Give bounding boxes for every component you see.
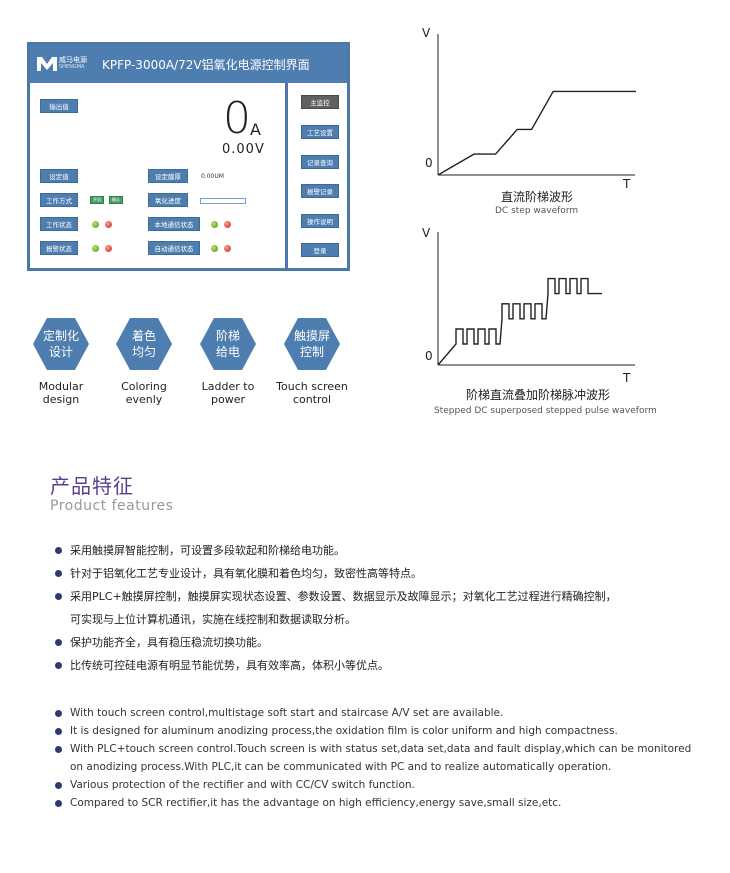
bullet-icon bbox=[55, 662, 62, 669]
work-mode-button[interactable]: 工作方式 bbox=[40, 193, 78, 207]
work-status-green-led bbox=[92, 221, 99, 228]
logo-en-text: SHENGMA bbox=[59, 64, 85, 70]
oxidation-progress-button[interactable]: 氧化进度 bbox=[148, 193, 188, 207]
current-unit: A bbox=[250, 120, 261, 139]
list-item: 比传统可控硅电源有明显节能优势，具有效率高，体积小等优点。 bbox=[55, 654, 715, 677]
list-item: Various protection of the rectifier and … bbox=[55, 776, 715, 794]
chart1-series-line bbox=[437, 90, 636, 176]
current-value: 0 bbox=[223, 93, 251, 144]
feature-cn-text: 触摸屏控制 bbox=[293, 329, 330, 359]
main-monitor-button[interactable]: 主监控 bbox=[301, 95, 339, 109]
set-value-button[interactable]: 设定值 bbox=[40, 169, 78, 183]
chart2-series-line bbox=[437, 277, 602, 366]
feature-cn-text: 阶梯给电 bbox=[215, 329, 240, 359]
bullet-icon bbox=[55, 547, 62, 554]
chart2-x-label: T bbox=[623, 371, 631, 385]
dc-step-chart-svg bbox=[437, 34, 636, 176]
alarm-status-green-led bbox=[92, 245, 99, 252]
company-logo: 威马电源 SHENGMA bbox=[36, 54, 92, 74]
hmi-main-area: 输出值 0 A 0.00V 设定值 设定膜厚 0.00UM 工作方式 开机 确认… bbox=[30, 83, 288, 271]
hexagon-icon bbox=[200, 318, 256, 370]
list-item: With PLC+touch screen control.Touch scre… bbox=[55, 740, 715, 776]
list-item: 针对于铝氧化工艺专业设计，具有氧化膜和着色均匀，致密性高等特点。 bbox=[55, 562, 715, 585]
feature-cn-text: 定制化设计 bbox=[42, 329, 79, 359]
chart1-subtitle: DC step waveform bbox=[495, 206, 579, 216]
list-item: With touch screen control,multistage sof… bbox=[55, 704, 715, 722]
mode-confirm-button[interactable]: 确认 bbox=[109, 196, 123, 204]
list-item: 采用触摸屏智能控制，可设置多段软起和阶梯给电功能。 bbox=[55, 539, 715, 562]
chart1-title: 直流阶梯波形 bbox=[501, 190, 574, 204]
product-features-subtitle: Product features bbox=[50, 498, 174, 514]
hexagon-icon bbox=[284, 318, 340, 370]
bullet-icon bbox=[55, 782, 62, 789]
auto-comm-green-led bbox=[211, 245, 218, 252]
product-features-title: 产品特征 bbox=[50, 474, 134, 498]
auto-comm-status-button[interactable]: 自动通信状态 bbox=[148, 241, 200, 255]
chart1-y-label: V bbox=[422, 26, 431, 40]
output-value-button[interactable]: 输出值 bbox=[40, 99, 78, 113]
hmi-panel: 威马电源 SHENGMA KPFP-3000A/72V铝氧化电源控制界面 输出值… bbox=[27, 42, 350, 271]
chart2-title: 阶梯直流叠加阶梯脉冲波形 bbox=[466, 388, 611, 402]
logo-cn-text: 威马电源 bbox=[59, 56, 87, 64]
set-thickness-button[interactable]: 设定膜厚 bbox=[148, 169, 188, 183]
chart2-origin: 0 bbox=[425, 349, 433, 363]
chart2-subtitle: Stepped DC superposed stepped pulse wave… bbox=[434, 406, 657, 416]
list-item: It is designed for aluminum anodizing pr… bbox=[55, 722, 715, 740]
bullet-icon bbox=[55, 746, 62, 753]
bullet-icon bbox=[55, 639, 62, 646]
alarm-record-button[interactable]: 报警记录 bbox=[301, 184, 339, 198]
hexagon-icon bbox=[33, 318, 89, 370]
oxidation-progress-bar bbox=[200, 198, 246, 204]
record-query-button[interactable]: 记录查询 bbox=[301, 155, 339, 169]
local-comm-red-led bbox=[224, 221, 231, 228]
mode-power-button[interactable]: 开机 bbox=[90, 196, 104, 204]
feature-cn-text: 着色均匀 bbox=[131, 329, 156, 359]
bullet-icon bbox=[55, 800, 62, 807]
hmi-side-menu: 主监控 工艺设置 记录查询 报警记录 操作说明 登录 bbox=[291, 83, 347, 271]
hmi-title: KPFP-3000A/72V铝氧化电源控制界面 bbox=[102, 58, 310, 72]
voltage-value: 0.00V bbox=[222, 142, 265, 157]
chart1-x-label: T bbox=[623, 177, 631, 191]
process-settings-button[interactable]: 工艺设置 bbox=[301, 125, 339, 139]
alarm-status-button[interactable]: 报警状态 bbox=[40, 241, 78, 255]
alarm-status-red-led bbox=[105, 245, 112, 252]
pulse-step-chart-svg bbox=[437, 232, 635, 366]
features-cn-list: 采用触摸屏智能控制，可设置多段软起和阶梯给电功能。 针对于铝氧化工艺专业设计，具… bbox=[55, 539, 715, 677]
bullet-icon bbox=[55, 570, 62, 577]
login-button[interactable]: 登录 bbox=[301, 243, 339, 257]
features-en-list: With touch screen control,multistage sof… bbox=[55, 704, 715, 812]
hexagon-icon bbox=[116, 318, 172, 370]
work-status-red-led bbox=[105, 221, 112, 228]
list-item: 保护功能齐全，具有稳压稳流切换功能。 bbox=[55, 631, 715, 654]
list-item: Compared to SCR rectifier,it has the adv… bbox=[55, 794, 715, 812]
bullet-icon bbox=[55, 593, 62, 600]
bullet-icon bbox=[55, 728, 62, 735]
local-comm-status-button[interactable]: 本地通信状态 bbox=[148, 217, 200, 231]
work-status-button[interactable]: 工作状态 bbox=[40, 217, 78, 231]
chart2-y-label: V bbox=[422, 226, 431, 240]
operation-guide-button[interactable]: 操作说明 bbox=[301, 214, 339, 228]
thickness-value: 0.00UM bbox=[201, 173, 224, 180]
pulse-step-chart: V 0 T bbox=[420, 226, 640, 385]
hmi-title-bar: 威马电源 SHENGMA KPFP-3000A/72V铝氧化电源控制界面 bbox=[30, 45, 347, 83]
dc-step-chart: V 0 T bbox=[420, 26, 640, 191]
chart1-origin: 0 bbox=[425, 156, 433, 170]
list-item: 采用PLC+触摸屏控制，触摸屏实现状态设置、参数设置、数据显示及故障显示；对氧化… bbox=[55, 585, 715, 631]
logo-mark-icon bbox=[37, 57, 57, 71]
auto-comm-red-led bbox=[224, 245, 231, 252]
bullet-icon bbox=[55, 710, 62, 717]
local-comm-green-led bbox=[211, 221, 218, 228]
